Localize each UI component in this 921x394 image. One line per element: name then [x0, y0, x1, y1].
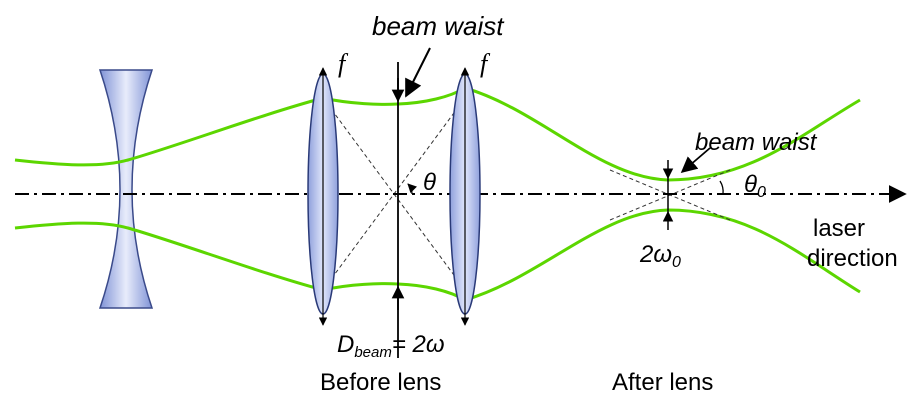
beam-lower [14, 208, 861, 302]
d-beam-label: Dbeam= 2ω [337, 331, 445, 361]
direction-label: direction [807, 245, 898, 272]
beam-upper [14, 86, 861, 182]
focal-label-left: f [338, 49, 349, 78]
focal-label-right: f [480, 49, 491, 78]
theta-label: θ [423, 169, 436, 196]
after-lens-caption: After lens [612, 369, 713, 394]
concave-lens [98, 69, 154, 309]
laser-label: laser [813, 215, 865, 242]
beam-waist-pointer-top [405, 47, 431, 98]
beam-waist-label-top: beam waist [372, 11, 505, 41]
theta-arc [407, 183, 417, 195]
two-omega0-label: 2ω0 [639, 241, 681, 271]
beam-waist-pointer-right [680, 147, 711, 174]
beam-waist-label-right: beam waist [695, 129, 818, 156]
theta0-label: θ0 [744, 171, 766, 201]
theta0-arc [719, 180, 724, 195]
before-lens-caption: Before lens [320, 369, 441, 394]
